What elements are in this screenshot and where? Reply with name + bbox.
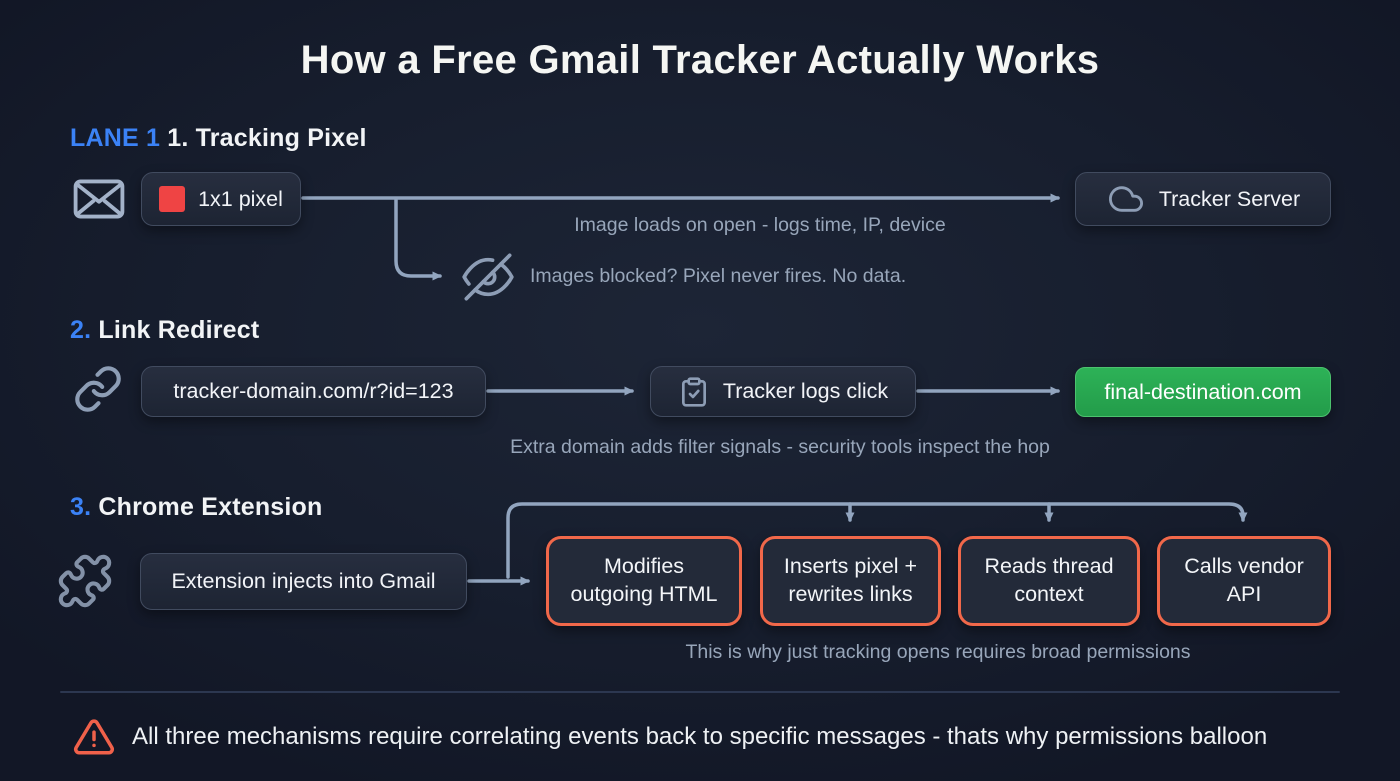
lane2-heading-text: Link Redirect bbox=[98, 316, 260, 344]
action-box-calls-api: Calls vendor API bbox=[1157, 536, 1331, 626]
tracker-logs-node: Tracker logs click bbox=[650, 366, 916, 417]
lane2-heading: 2. Link Redirect bbox=[70, 316, 259, 345]
alert-triangle-icon bbox=[73, 716, 115, 758]
arrow-branch-images-blocked bbox=[394, 198, 442, 281]
action-box-inserts-pixel: Inserts pixel + rewrites links bbox=[760, 536, 941, 626]
pixel-node-label: 1x1 pixel bbox=[198, 186, 283, 211]
lane1-heading: LANE 1 1. Tracking Pixel bbox=[70, 124, 367, 153]
lane1-heading-text: 1. Tracking Pixel bbox=[167, 124, 367, 152]
final-destination-label: final-destination.com bbox=[1104, 379, 1302, 404]
tracker-url-node: tracker-domain.com/r?id=123 bbox=[141, 366, 486, 417]
caption-image-loads: Image loads on open - logs time, IP, dev… bbox=[574, 214, 946, 236]
red-pixel-swatch bbox=[159, 186, 186, 212]
final-destination-node: final-destination.com bbox=[1075, 367, 1331, 417]
action-box-label: Calls vendor API bbox=[1184, 554, 1304, 606]
lane3-heading: 3. Chrome Extension bbox=[70, 493, 322, 522]
footer-warning-text: All three mechanisms require correlating… bbox=[132, 723, 1268, 750]
action-box-label: Reads thread context bbox=[984, 554, 1114, 606]
extension-inject-label: Extension injects into Gmail bbox=[171, 569, 436, 593]
tracker-server-label: Tracker Server bbox=[1158, 186, 1301, 211]
lane1-badge: LANE 1 bbox=[70, 124, 161, 152]
lane3-heading-text: Chrome Extension bbox=[98, 493, 323, 521]
clipboard-check-icon bbox=[678, 374, 710, 410]
action-box-label: Modifies outgoing HTML bbox=[570, 554, 718, 606]
action-box-reads-thread: Reads thread context bbox=[958, 536, 1140, 626]
cloud-icon bbox=[1106, 182, 1146, 216]
page-title: How a Free Gmail Tracker Actually Works bbox=[300, 38, 1100, 82]
envelope-icon bbox=[71, 171, 127, 227]
eye-off-icon bbox=[462, 251, 514, 303]
lane2-number: 2. bbox=[70, 316, 92, 344]
lane3-number: 3. bbox=[70, 493, 92, 521]
tracker-logs-label: Tracker logs click bbox=[722, 379, 889, 403]
puzzle-icon bbox=[56, 551, 114, 611]
tracker-server-node: Tracker Server bbox=[1075, 172, 1331, 226]
tracker-url-label: tracker-domain.com/r?id=123 bbox=[173, 379, 454, 403]
extension-inject-node: Extension injects into Gmail bbox=[140, 553, 467, 610]
action-box-label: Inserts pixel + rewrites links bbox=[783, 554, 918, 606]
caption-extra-domain: Extra domain adds filter signals - secur… bbox=[510, 436, 1050, 458]
action-box-modifies-html: Modifies outgoing HTML bbox=[546, 536, 742, 626]
link-icon bbox=[73, 363, 123, 415]
caption-broad-permissions: This is why just tracking opens requires… bbox=[685, 641, 1191, 663]
caption-images-blocked: Images blocked? Pixel never fires. No da… bbox=[530, 265, 907, 287]
pixel-node: 1x1 pixel bbox=[141, 172, 301, 226]
footer-divider bbox=[60, 691, 1340, 693]
